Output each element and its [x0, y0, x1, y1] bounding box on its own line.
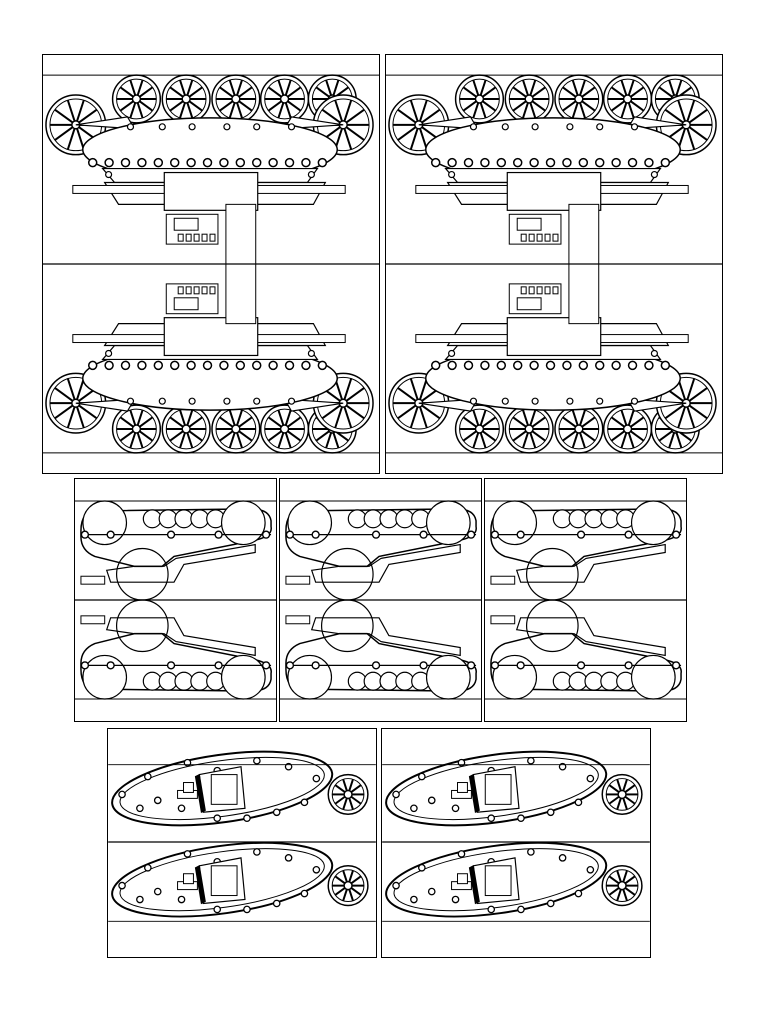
tank-side-card — [74, 478, 277, 722]
tank-front-icon — [43, 74, 379, 454]
tank-top-icon — [382, 750, 650, 922]
tank-front-card — [42, 54, 380, 474]
tank-top-card — [107, 728, 377, 958]
tank-front-icon — [386, 74, 722, 454]
tank-side-card — [279, 478, 482, 722]
tank-top-icon — [108, 750, 376, 922]
tank-side-icon — [280, 500, 481, 700]
tank-side-icon — [485, 500, 686, 700]
tank-front-card — [385, 54, 723, 474]
tank-top-card — [381, 728, 651, 958]
tank-side-icon — [75, 500, 276, 700]
tank-side-card — [484, 478, 687, 722]
